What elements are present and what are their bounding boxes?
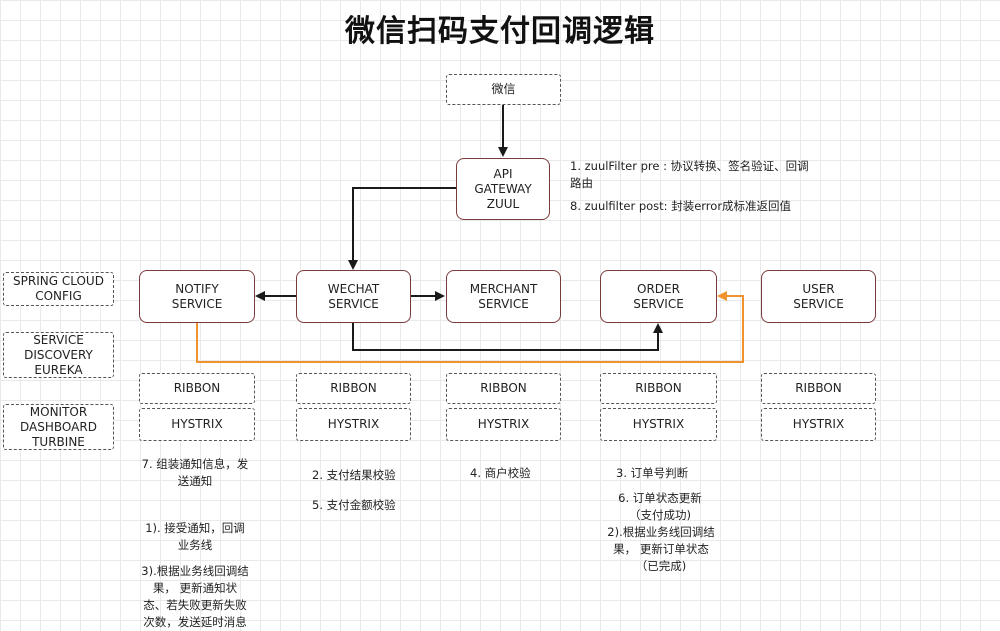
user-service-node: USER SERVICE: [761, 270, 876, 323]
notify-note-7: 7. 组装通知信息，发 送通知: [141, 457, 249, 488]
order-note-6: 6. 订单状态更新 （支付成功): [618, 491, 702, 522]
notify-note-3: 3).根据业务线回调结 果， 更新通知状 态、若失败更新失败 次数，发送延时消息: [141, 564, 249, 629]
notify-note-1: 1). 接受通知，回调 业务线: [145, 521, 245, 552]
hystrix-node: HYSTRIX: [600, 408, 717, 441]
hystrix-node: HYSTRIX: [761, 408, 876, 441]
merchant-note-4: 4. 商户校验: [470, 466, 531, 480]
order-note-3: 3. 订单号判断: [616, 466, 689, 480]
ribbon-node: RIBBON: [761, 373, 876, 404]
arrow-notify-to-order-callback: [196, 291, 744, 363]
diagram-title: 微信扫码支付回调逻辑: [345, 14, 655, 49]
ribbon-node: RIBBON: [446, 373, 561, 404]
spring-cloud-config-node: SPRING CLOUD CONFIG: [3, 272, 114, 306]
api-gateway-node: API GATEWAY ZUUL: [456, 158, 550, 220]
gateway-note-post: 8. zuulfilter post: 封装error成标准返回值: [570, 199, 792, 213]
monitor-dashboard-node: MONITOR DASHBOARD TURBINE: [3, 404, 114, 450]
arrow-wechat-service-to-order: [352, 323, 663, 351]
wechat-service-node: WECHAT SERVICE: [296, 270, 411, 323]
arrow-gateway-to-wechat-service: [348, 187, 456, 270]
notify-service-node: NOTIFY SERVICE: [139, 270, 255, 323]
ribbon-node: RIBBON: [600, 373, 717, 404]
hystrix-node: HYSTRIX: [139, 408, 255, 441]
wechat-node: 微信: [446, 74, 561, 105]
ribbon-node: RIBBON: [296, 373, 411, 404]
ribbon-node: RIBBON: [139, 373, 255, 404]
merchant-service-node: MERCHANT SERVICE: [446, 270, 561, 323]
service-discovery-node: SERVICE DISCOVERY EUREKA: [3, 332, 114, 378]
gateway-note-pre: 1. zuulFilter pre : 协议转换、签名验证、回调 路由: [570, 159, 809, 190]
hystrix-node: HYSTRIX: [446, 408, 561, 441]
wechat-service-note-5: 5. 支付金额校验: [312, 498, 396, 512]
hystrix-node: HYSTRIX: [296, 408, 411, 441]
wechat-service-note-2: 2. 支付结果校验: [312, 468, 396, 482]
order-note-2: 2).根据业务线回调结 果， 更新订单状态 （已完成): [607, 525, 715, 573]
order-service-node: ORDER SERVICE: [600, 270, 717, 323]
